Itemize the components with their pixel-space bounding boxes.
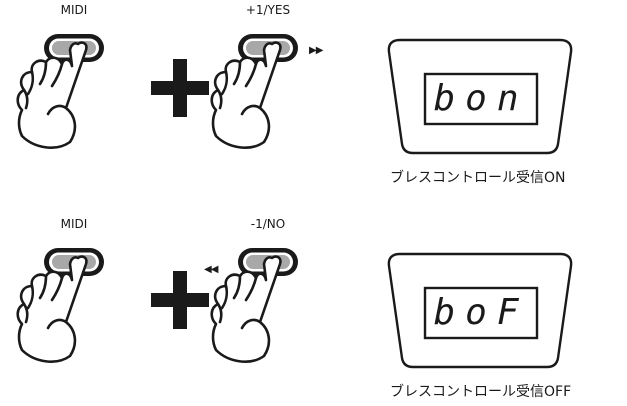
- row-1-plus-icon: [151, 59, 209, 117]
- row-1-display-text: bon: [433, 78, 528, 119]
- row-2-no-label: -1/NO: [250, 217, 286, 231]
- row-2-hand-icon-2: [210, 255, 282, 363]
- row-2-midi-label: MIDI: [60, 217, 88, 231]
- row-1-fast-forward-icon: ▶▶: [309, 45, 324, 56]
- row-2-plus-icon: [151, 271, 209, 329]
- row-2-hand-icon: [16, 255, 88, 363]
- row-1-midi-label: MIDI: [60, 3, 88, 17]
- row-1-hand-icon-2: [210, 41, 282, 149]
- row-1-hand-icon: [16, 41, 88, 149]
- row-2-caption: ブレスコントロール受信OFF: [390, 384, 572, 400]
- row-1-caption: ブレスコントロール受信ON: [390, 170, 566, 186]
- row-2-display-text: boF: [433, 292, 528, 333]
- row-1-yes-label: +1/YES: [245, 3, 291, 17]
- row-2-rewind-icon: ◀◀: [204, 264, 219, 275]
